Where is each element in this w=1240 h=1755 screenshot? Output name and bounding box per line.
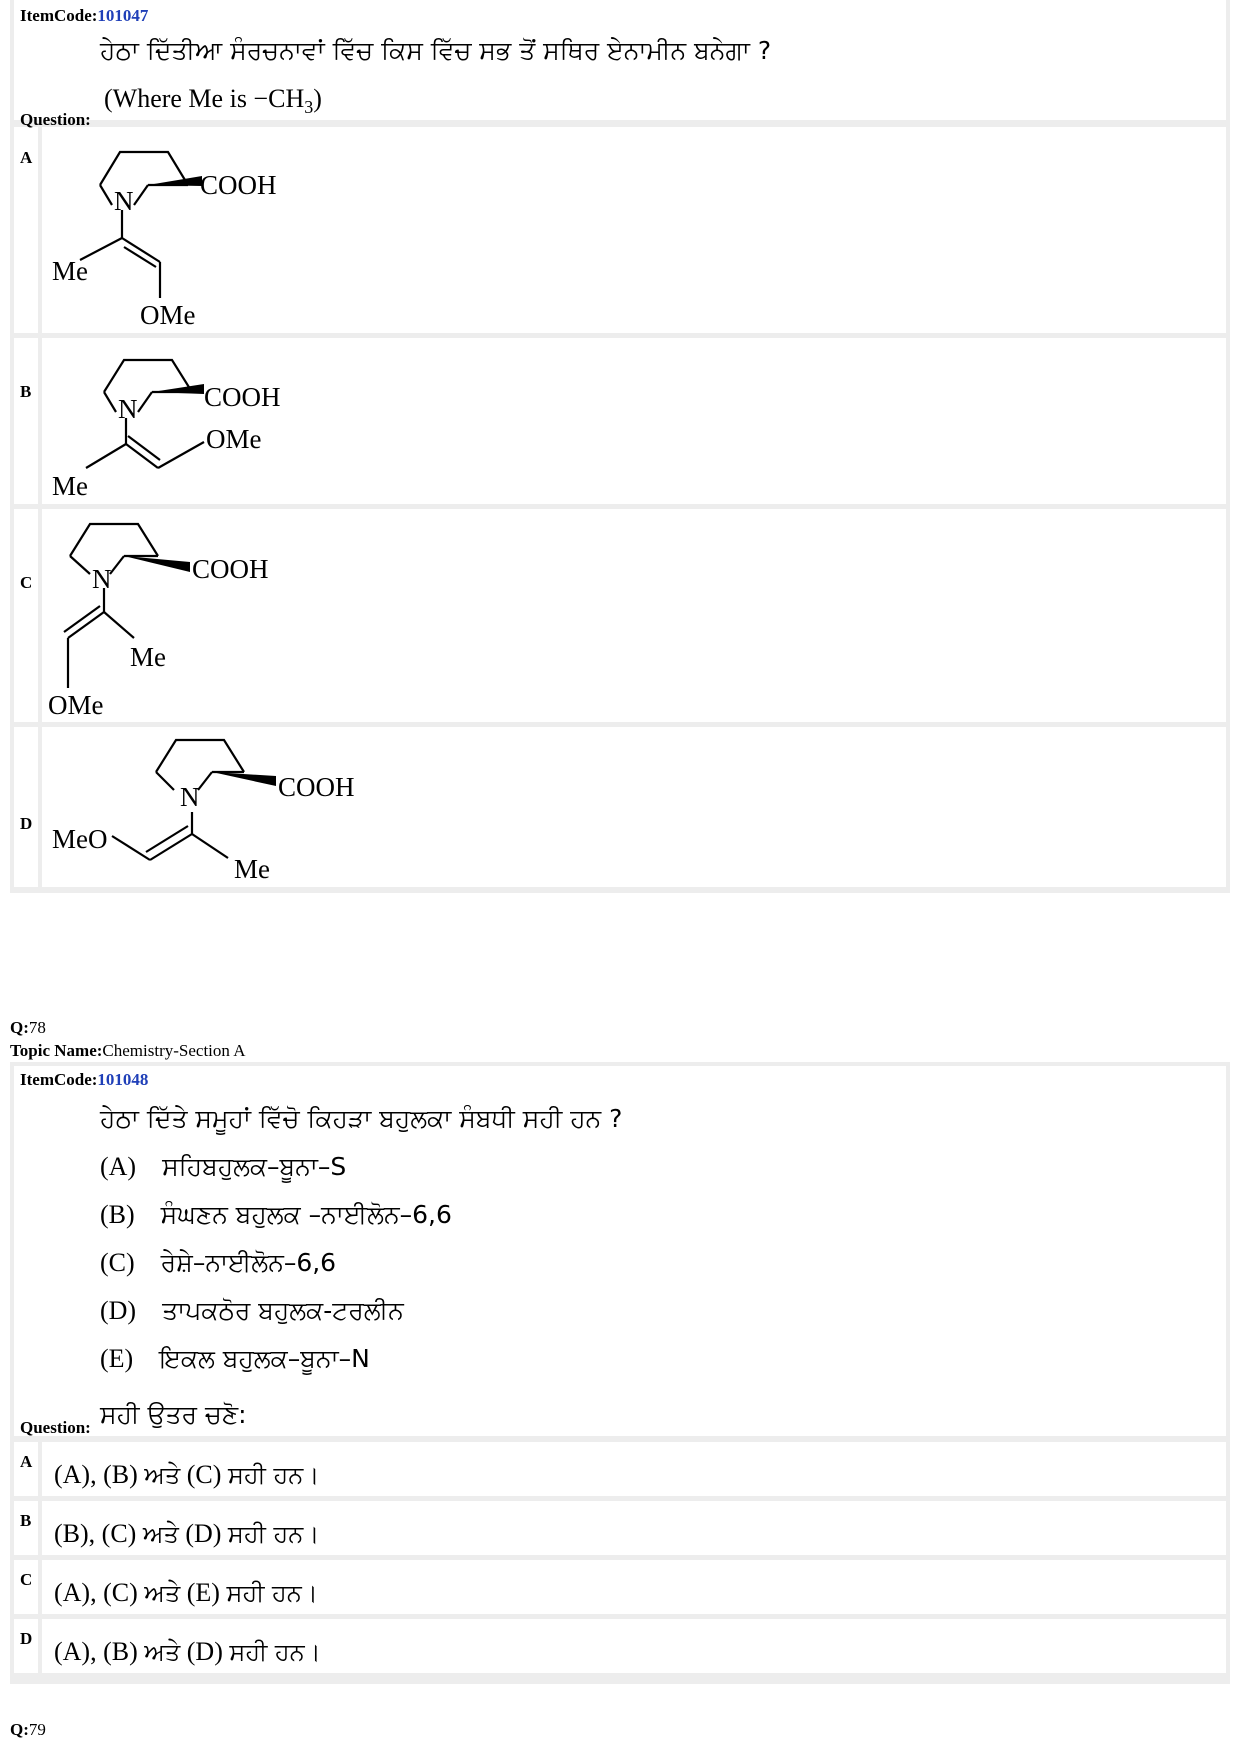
question-number-78: Q:78 <box>10 1018 46 1037</box>
question-label: Question: <box>20 1418 91 1437</box>
option-a-content-cell <box>42 127 1226 333</box>
option-d-label-cell <box>14 1619 38 1673</box>
me-group: Me <box>52 471 88 501</box>
option-a-label-cell <box>14 1442 38 1496</box>
option-b-label-cell <box>14 1501 38 1555</box>
option-letter: A <box>20 1452 33 1471</box>
atom-n: N <box>114 186 134 216</box>
cooh-group: COOH <box>204 382 281 412</box>
structure-b: N COOH OMe Me <box>52 358 281 501</box>
wedge-bond <box>148 176 202 186</box>
question-text-punjabi: ਹੇਠਾ ਦਿੱਤੇ ਸਮੂਹਾਂ ਵਿੱਚੋ ਕਿਹੜਾ ਬਹੁਲਕਾ ਸੰਬ… <box>100 1104 623 1133</box>
ome-group: OMe <box>48 690 104 720</box>
wedge-bond <box>212 772 276 786</box>
option-c-text: (A), (C) ਅਤੇ (E) ਸਹੀ ਹਨ। <box>54 1578 318 1607</box>
item-code-value: 101047 <box>97 6 149 25</box>
item-code-label: ItemCode: <box>20 1070 98 1089</box>
question-label: Question: <box>20 110 91 129</box>
cooh-group: COOH <box>278 772 355 802</box>
option-a-content-cell <box>42 1442 1226 1496</box>
option-letter: C <box>20 1570 33 1589</box>
option-a-text: (A), (B) ਅਤੇ (C) ਸਹੀ ਹਨ। <box>54 1460 320 1489</box>
atom-n: N <box>180 782 200 812</box>
statement-a: (A) ਸਹਿਬਹੁਲਕ–ਬੂਨਾ–S <box>100 1152 347 1181</box>
option-b-content-cell <box>42 1501 1226 1555</box>
me-group: Me <box>130 642 166 672</box>
ome-group: OMe <box>206 424 262 454</box>
option-letter: D <box>20 1629 33 1648</box>
statement-c: (C) ਰੇਸ਼ੇ–ਨਾਈਲੋਨ–6,6 <box>100 1248 337 1277</box>
option-d-label-cell <box>14 727 38 887</box>
cooh-group: COOH <box>192 554 269 584</box>
question-number-79: Q:79 <box>10 1720 46 1739</box>
question-77-table <box>10 0 1230 893</box>
structure-c: N COOH Me OMe <box>48 522 269 720</box>
option-b-text: (B), (C) ਅਤੇ (D) ਸਹੀ ਹਨ। <box>54 1519 320 1548</box>
option-letter: A <box>20 148 33 167</box>
structure-a: N COOH Me OMe <box>52 150 277 330</box>
atom-n: N <box>118 394 138 424</box>
me-group: Me <box>234 854 270 884</box>
statement-d: (D) ਤਾਪਕਠੋਰ ਬਹੁਲਕ-ਟਰਲੀਨ <box>100 1296 404 1325</box>
question-77-header-cell <box>14 0 1226 120</box>
question-78-table <box>10 1062 1230 1684</box>
choose-answer-text: ਸਹੀ ਉਤਰ ਚਣੋ: <box>100 1400 247 1429</box>
option-letter: C <box>20 573 33 592</box>
option-letter: D <box>20 814 33 833</box>
statement-b: (B) ਸੰਘਣਨ ਬਹੁਲਕ –ਨਾਈਲੋਨ–6,6 <box>100 1200 452 1229</box>
item-code-line: ItemCode:101047 <box>20 6 148 26</box>
me-group: Me <box>52 256 88 286</box>
cooh-group: COOH <box>200 170 277 200</box>
option-c-label-cell <box>14 509 38 722</box>
question-text-english: (Where Me is −CH3) <box>104 84 322 118</box>
wedge-bond <box>152 384 204 394</box>
option-b-label-cell <box>14 338 38 504</box>
ome-group: OMe <box>140 300 196 330</box>
option-a-label-cell <box>14 127 38 333</box>
statement-e: (E) ਇਕਲ ਬਹੁਲਕ–ਬੂਨਾ–N <box>100 1344 370 1373</box>
option-c-content-cell <box>42 1560 1226 1614</box>
wedge-bond <box>124 556 190 572</box>
item-code-line: ItemCode:101048 <box>20 1070 148 1090</box>
item-code-label: ItemCode: <box>20 6 98 25</box>
meo-group: MeO <box>52 824 108 854</box>
option-b-content-cell <box>42 338 1226 504</box>
option-letter: B <box>20 382 32 401</box>
atom-n: N <box>92 564 112 594</box>
option-d-content-cell <box>42 1619 1226 1673</box>
topic-name: Topic Name:Chemistry-Section A <box>10 1041 246 1060</box>
question-78-header-cell <box>14 1066 1226 1436</box>
option-letter: B <box>20 1511 32 1530</box>
question-text-punjabi: ਹੇਠਾ ਦਿੱਤੀਆ ਸੰਰਚਨਾਵਾਂ ਵਿੱਚ ਕਿਸ ਵਿੱਚ ਸਭ ਤ… <box>100 36 772 65</box>
option-d-content-cell <box>42 727 1226 887</box>
structure-d: N COOH MeO Me <box>52 738 355 884</box>
option-c-label-cell <box>14 1560 38 1614</box>
item-code-value: 101048 <box>97 1070 149 1089</box>
option-c-content-cell <box>42 509 1226 722</box>
option-d-text: (A), (B) ਅਤੇ (D) ਸਹੀ ਹਨ। <box>54 1637 321 1666</box>
